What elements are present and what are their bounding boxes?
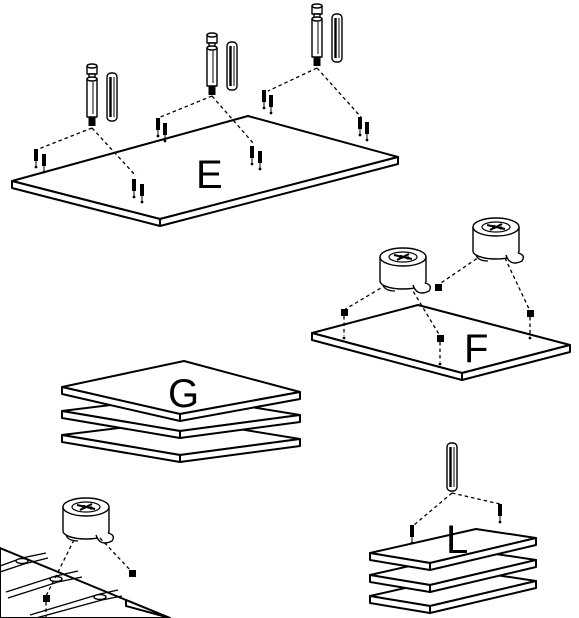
- stack-g-label: G: [168, 372, 199, 416]
- screw-icon: [268, 94, 274, 115]
- screw-icon: [261, 89, 267, 110]
- panel-partial: [0, 547, 171, 618]
- screw-icon: [527, 310, 534, 317]
- screw-icon: [409, 524, 415, 545]
- shelf-board-icon: [369, 571, 537, 614]
- shelf-board-icon: [61, 360, 301, 422]
- screw-icon: [364, 121, 370, 142]
- cam-lock-icon: [379, 247, 432, 294]
- panel-f-hardware: [341, 217, 534, 366]
- wooden-dowel-icon: [330, 12, 344, 64]
- shelf-board-icon: [369, 550, 537, 593]
- cam-lock-icon: [472, 217, 525, 264]
- screw-icon: [43, 595, 50, 602]
- wooden-dowel-icon: [445, 441, 459, 493]
- shelf-board-icon: [369, 528, 537, 571]
- panel-e-hardware: [33, 3, 370, 204]
- stack-g: G: [61, 360, 301, 463]
- screw-icon: [435, 284, 442, 291]
- cam-bolt-icon: [206, 32, 218, 96]
- wooden-dowel-icon: [225, 40, 239, 92]
- panel-partial-hardware: [43, 497, 136, 618]
- screw-icon: [357, 116, 363, 137]
- cam-bolt-icon: [86, 63, 98, 127]
- stack-l-hardware: [409, 441, 503, 545]
- panel-e-label: E: [196, 153, 223, 197]
- screw-icon: [437, 335, 444, 342]
- panel-f-label: F: [464, 327, 488, 371]
- stack-l: L: [369, 518, 537, 614]
- panel-e: E: [11, 115, 399, 227]
- cam-lock-icon: [62, 497, 115, 544]
- wooden-dowel-icon: [105, 71, 119, 123]
- screw-icon: [497, 503, 503, 524]
- screw-icon: [341, 309, 348, 316]
- screw-icon: [129, 570, 136, 577]
- screw-icon: [41, 153, 47, 174]
- screw-icon: [155, 117, 161, 138]
- cam-bolt-icon: [311, 3, 323, 67]
- screw-icon: [33, 148, 39, 169]
- stack-l-label: L: [446, 518, 468, 562]
